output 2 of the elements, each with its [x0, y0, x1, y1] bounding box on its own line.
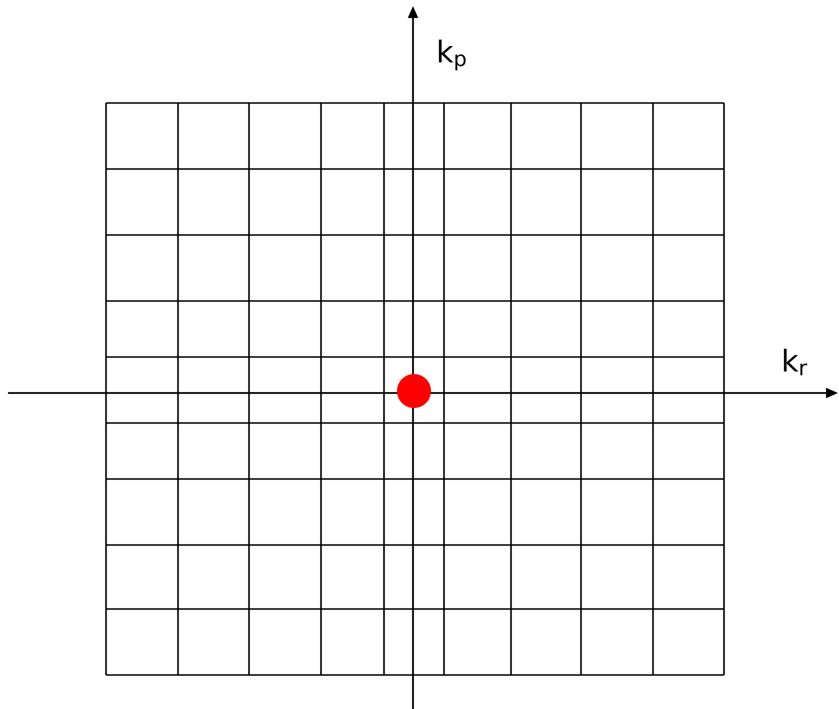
- axis-label: k$_{r}$: [784, 348, 808, 376]
- axis-label: k$_{p}$: [438, 40, 466, 70]
